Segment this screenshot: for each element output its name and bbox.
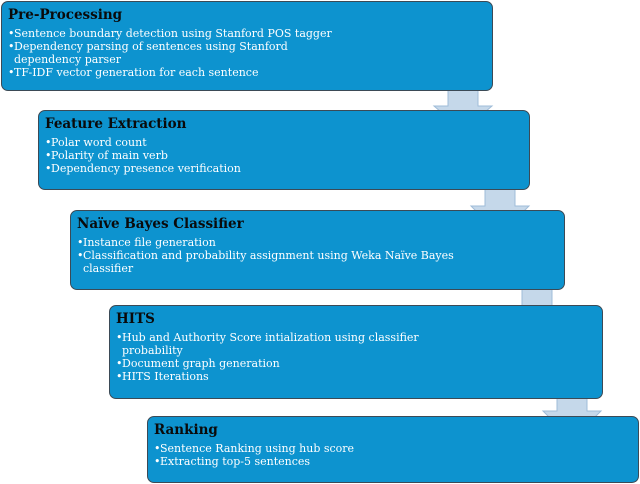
stage-bullets: Sentence Ranking using hub score Extract… xyxy=(154,442,630,468)
stage-bullets: Sentence boundary detection using Stanfo… xyxy=(8,27,484,79)
bullet-item: HITS Iterations xyxy=(116,370,594,383)
bullet-item: Dependency presence verification xyxy=(45,162,521,175)
stage-feature-extraction: Feature Extraction Polar word count Pola… xyxy=(38,110,530,190)
bullet-item: TF-IDF vector generation for each senten… xyxy=(8,66,484,79)
bullet-text: Hub and Authority Score intialization us… xyxy=(122,331,419,357)
bullet-item: Sentence Ranking using hub score xyxy=(154,442,630,455)
stage-title: HITS xyxy=(116,311,155,327)
bullet-item: Dependency parsing of sentences using St… xyxy=(8,40,326,66)
bullet-item: Instance file generation xyxy=(77,236,556,249)
bullet-item: Hub and Authority Score intialization us… xyxy=(116,331,472,357)
bullet-item: Extracting top-5 sentences xyxy=(154,455,630,468)
bullet-text: Classification and probability assignmen… xyxy=(83,249,454,275)
bullet-item: Sentence boundary detection using Stanfo… xyxy=(8,27,484,40)
stage-title: Ranking xyxy=(154,422,218,438)
bullet-item: Classification and probability assignmen… xyxy=(77,249,483,275)
bullet-text: Dependency parsing of sentences using St… xyxy=(14,40,288,66)
stage-bullets: Instance file generation Classification … xyxy=(77,236,556,275)
stage-title: Naïve Bayes Classifier xyxy=(77,216,244,232)
bullet-item: Polar word count xyxy=(45,136,521,149)
stage-ranking: Ranking Sentence Ranking using hub score… xyxy=(147,416,639,483)
stage-pre-processing: Pre-Processing Sentence boundary detecti… xyxy=(1,1,493,91)
stage-title: Feature Extraction xyxy=(45,116,187,132)
stage-naive-bayes-classifier: Naïve Bayes Classifier Instance file gen… xyxy=(70,210,565,290)
bullet-item: Document graph generation xyxy=(116,357,594,370)
stage-hits: HITS Hub and Authority Score intializati… xyxy=(109,305,603,399)
stage-title: Pre-Processing xyxy=(8,7,123,23)
stage-bullets: Polar word count Polarity of main verb D… xyxy=(45,136,521,175)
bullet-item: Polarity of main verb xyxy=(45,149,521,162)
stage-bullets: Hub and Authority Score intialization us… xyxy=(116,331,594,383)
